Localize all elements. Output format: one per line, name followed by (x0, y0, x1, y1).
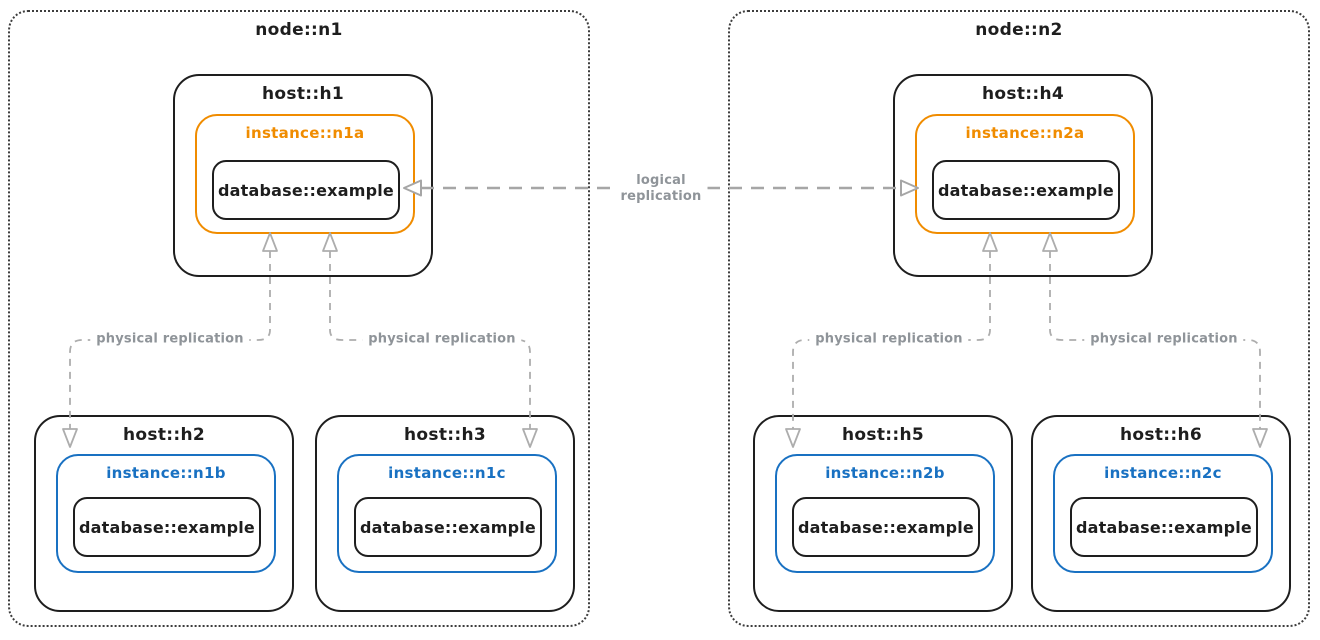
instance-n1a-label: instance::n1a (245, 124, 365, 142)
host-h6-title: host::h6 (1120, 425, 1202, 445)
database-box-h6: database::example (1070, 497, 1258, 557)
host-h4-box: host::h4 instance::n2a database::example (893, 74, 1153, 277)
node-n1-box: node::n1 host::h1 instance::n1a database… (8, 10, 590, 627)
database-label-h1: database::example (218, 180, 394, 200)
database-box-h3: database::example (354, 497, 542, 557)
database-box-h2: database::example (73, 497, 261, 557)
database-box-h1: database::example (212, 160, 400, 220)
host-h4-title: host::h4 (982, 84, 1064, 104)
host-h1-title: host::h1 (262, 84, 344, 104)
logical-replication-label: logical replication (614, 171, 708, 207)
host-h2-box: host::h2 instance::n1b database::example (34, 415, 294, 612)
instance-n2a-box: instance::n2a database::example (915, 114, 1135, 234)
physical-replication-label-h5: physical replication (809, 330, 969, 348)
host-h3-title: host::h3 (404, 425, 486, 445)
instance-n2b-label: instance::n2b (825, 464, 945, 482)
database-label-h5: database::example (798, 517, 974, 537)
instance-n1c-box: instance::n1c database::example (337, 454, 557, 573)
instance-n1b-box: instance::n1b database::example (56, 454, 276, 573)
database-label-h2: database::example (79, 517, 255, 537)
instance-n1c-label: instance::n1c (388, 464, 506, 482)
node-n1-title: node::n1 (255, 20, 343, 40)
host-h6-box: host::h6 instance::n2c database::example (1031, 415, 1291, 612)
database-label-h4: database::example (938, 180, 1114, 200)
instance-n1a-box: instance::n1a database::example (195, 114, 415, 234)
database-label-h6: database::example (1076, 517, 1252, 537)
instance-n2b-box: instance::n2b database::example (775, 454, 995, 573)
host-h2-title: host::h2 (123, 425, 205, 445)
node-n2-title: node::n2 (975, 20, 1063, 40)
instance-n2c-label: instance::n2c (1104, 464, 1222, 482)
physical-replication-label-h6: physical replication (1084, 330, 1244, 348)
database-label-h3: database::example (360, 517, 536, 537)
database-box-h5: database::example (792, 497, 980, 557)
physical-replication-label-h2: physical replication (90, 330, 250, 348)
host-h5-box: host::h5 instance::n2b database::example (753, 415, 1013, 612)
database-box-h4: database::example (932, 160, 1120, 220)
physical-replication-label-h3: physical replication (362, 330, 522, 348)
host-h1-box: host::h1 instance::n1a database::example (173, 74, 433, 277)
host-h3-box: host::h3 instance::n1c database::example (315, 415, 575, 612)
node-n2-box: node::n2 host::h4 instance::n2a database… (728, 10, 1310, 627)
instance-n2c-box: instance::n2c database::example (1053, 454, 1273, 573)
host-h5-title: host::h5 (842, 425, 924, 445)
instance-n1b-label: instance::n1b (106, 464, 226, 482)
instance-n2a-label: instance::n2a (965, 124, 1085, 142)
